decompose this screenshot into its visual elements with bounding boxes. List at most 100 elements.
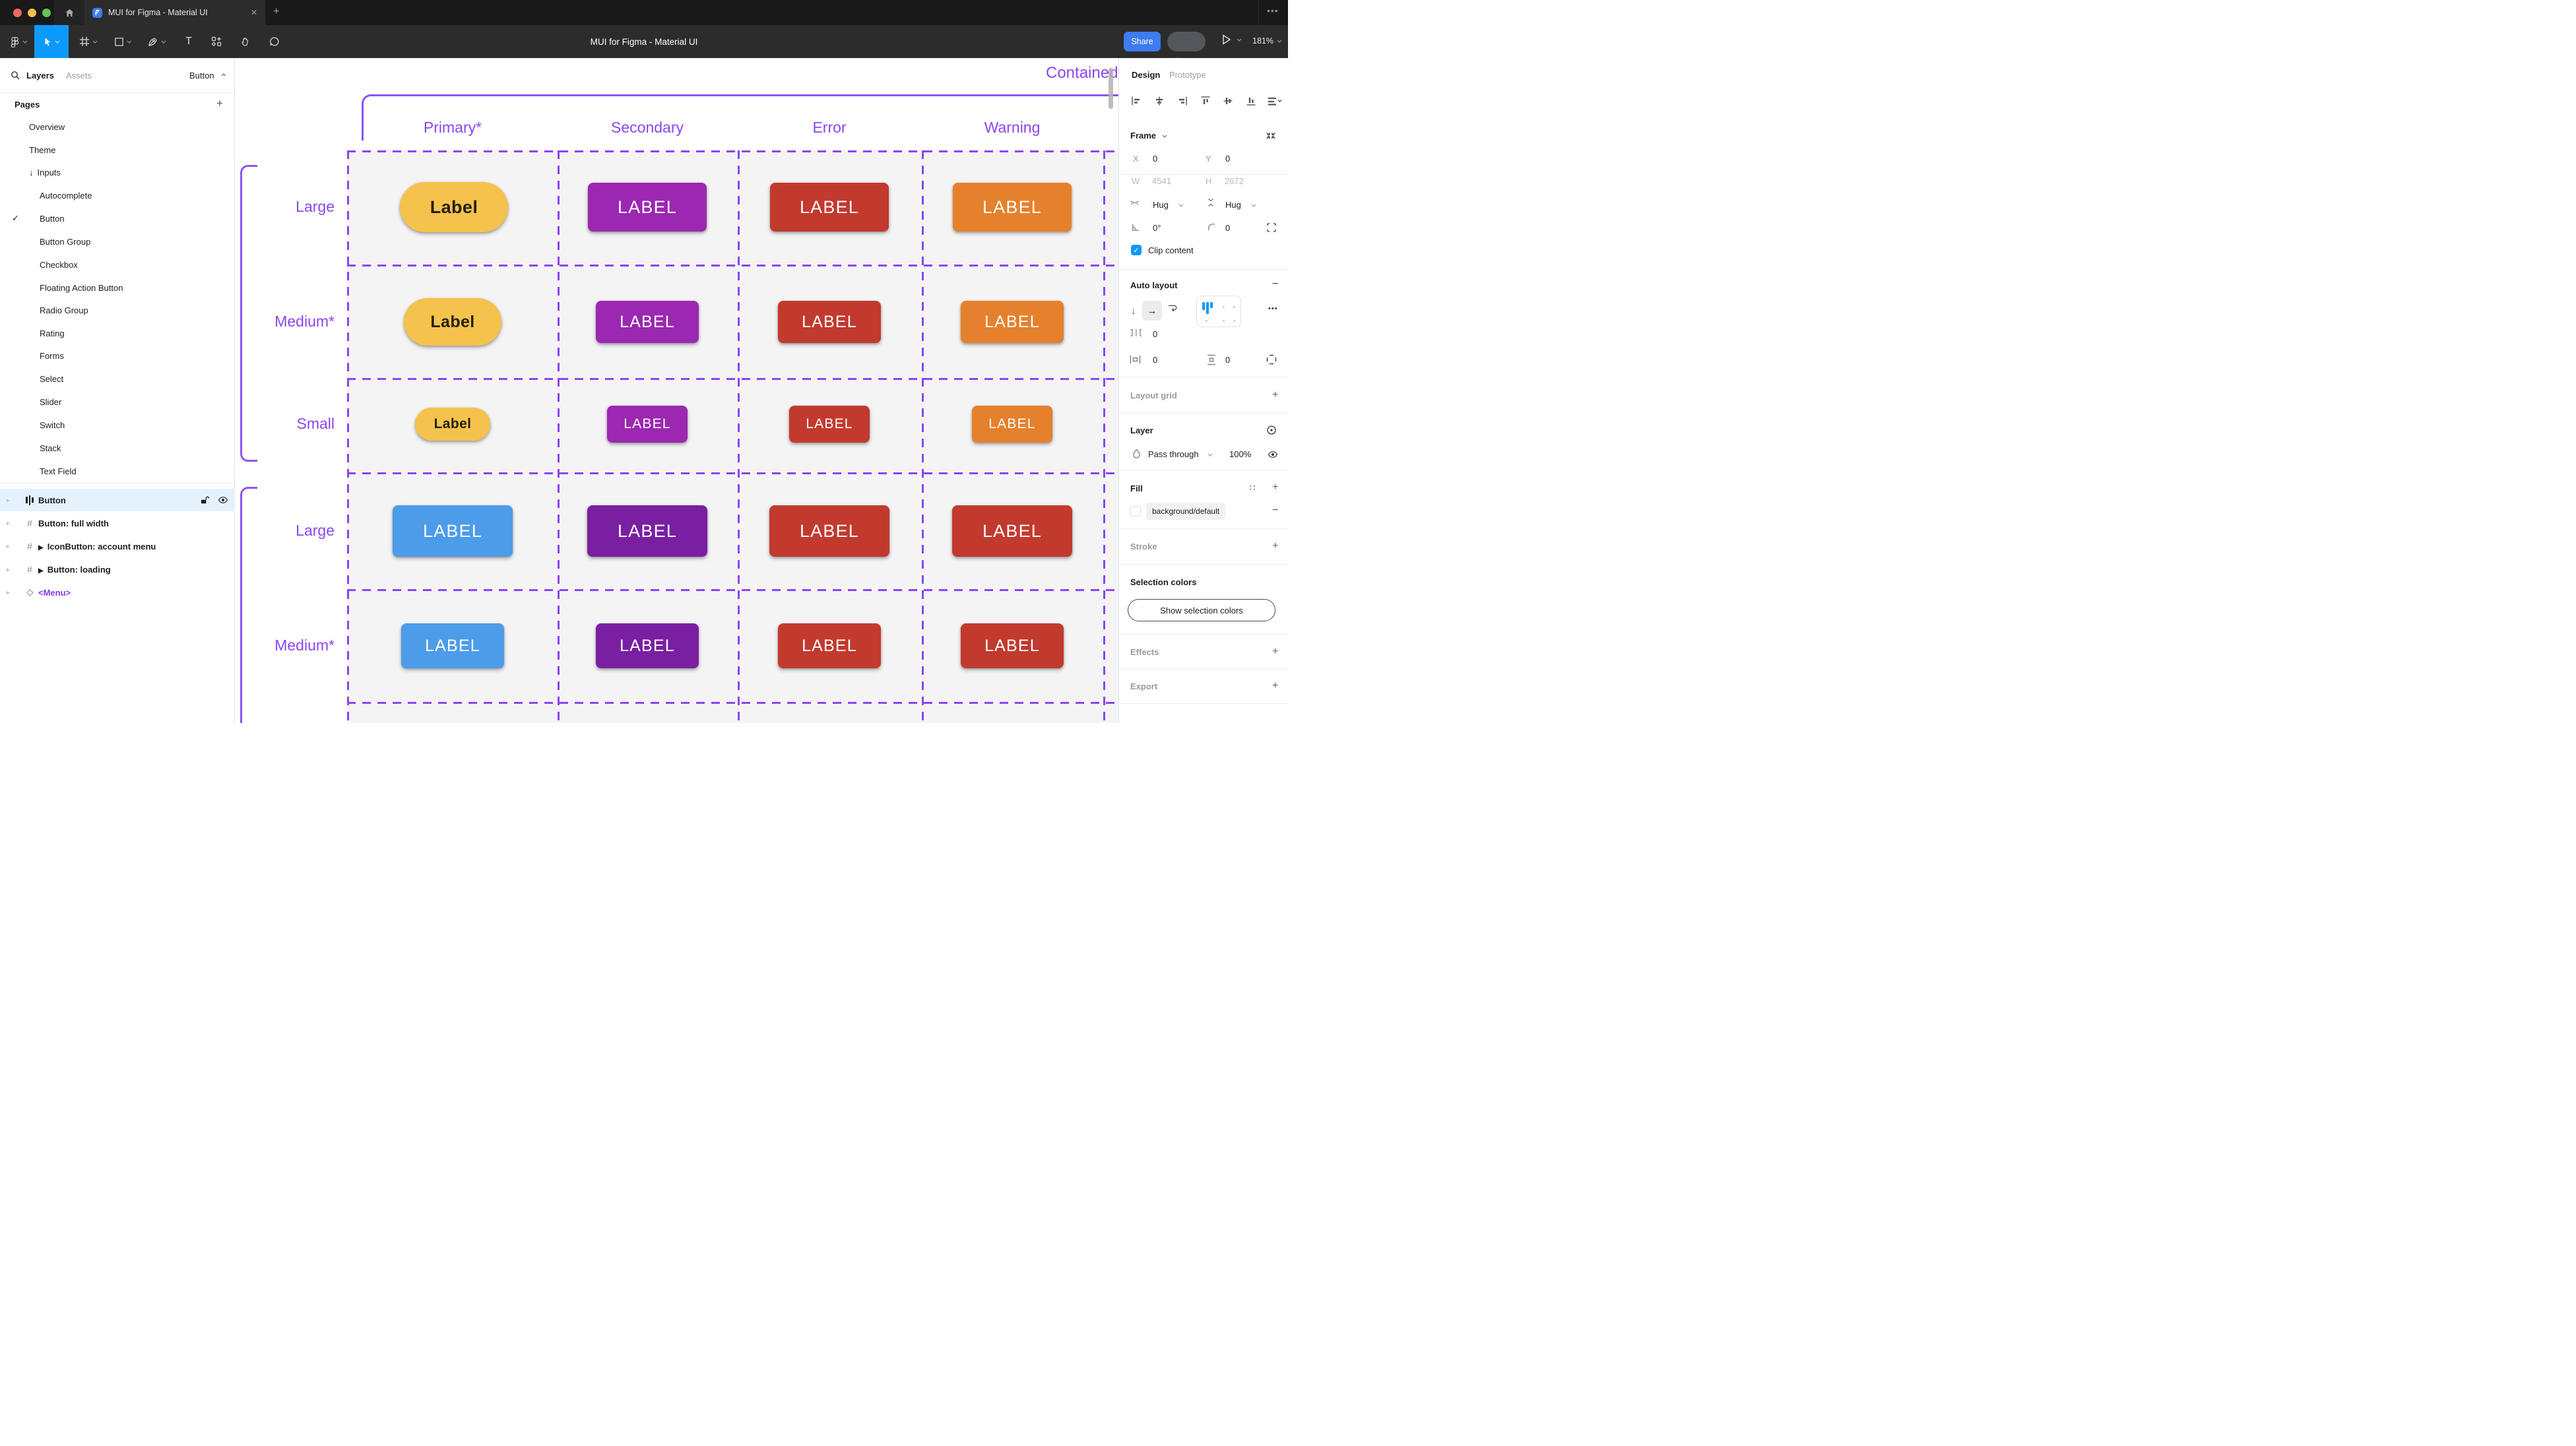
sidebar-page-inputs[interactable]: ↓Inputs xyxy=(29,167,61,177)
padding-horizontal-value[interactable]: 0 xyxy=(1153,355,1158,365)
page-selector[interactable]: Button xyxy=(189,71,214,80)
gap-value[interactable]: 0 xyxy=(1153,329,1158,339)
canvas-button[interactable]: LABEL xyxy=(596,623,699,668)
sidebar-page-select[interactable]: Select xyxy=(40,373,64,384)
layer-row-button[interactable]: ▸ Button xyxy=(0,489,235,511)
canvas-button[interactable]: LABEL xyxy=(961,301,1064,343)
wrap-icon[interactable] xyxy=(1167,302,1178,313)
traffic-close-button[interactable] xyxy=(13,8,22,17)
canvas-button[interactable]: LABEL xyxy=(972,406,1052,443)
sidebar-page-rating[interactable]: Rating xyxy=(40,328,65,338)
share-button[interactable]: Share xyxy=(1124,32,1161,51)
frame-section-header[interactable]: Frame xyxy=(1130,131,1157,141)
sidebar-page-overview[interactable]: Overview xyxy=(29,121,65,132)
remove-auto-layout-button[interactable]: − xyxy=(1272,278,1279,290)
tab-assets[interactable]: Assets xyxy=(66,71,92,80)
direction-vertical-icon[interactable]: ↓ xyxy=(1131,305,1136,317)
fill-color-swatch[interactable] xyxy=(1130,506,1141,517)
active-file-tab[interactable]: MUI for Figma - Material UI ✕ xyxy=(84,0,265,25)
canvas-button[interactable]: LABEL xyxy=(953,183,1072,232)
auto-layout-alignment-matrix[interactable] xyxy=(1196,296,1241,327)
main-menu-button[interactable] xyxy=(5,25,32,58)
align-bottom-icon[interactable] xyxy=(1246,96,1256,106)
add-layout-grid-button[interactable]: + xyxy=(1272,389,1279,400)
canvas-button[interactable]: LABEL xyxy=(588,183,707,232)
canvas-button[interactable]: LABEL xyxy=(778,301,881,343)
zoom-menu[interactable]: 181% xyxy=(1252,36,1282,46)
add-stroke-button[interactable]: + xyxy=(1272,540,1279,551)
sidebar-page-checkbox[interactable]: Checkbox xyxy=(40,259,78,270)
independent-corners-icon[interactable] xyxy=(1266,222,1277,233)
hug-horizontal-value[interactable]: Hug xyxy=(1153,200,1169,210)
chevron-right-icon[interactable]: ▸ xyxy=(7,565,10,573)
tab-design[interactable]: Design xyxy=(1132,70,1161,80)
show-selection-colors-button[interactable]: Show selection colors xyxy=(1128,599,1275,621)
x-value[interactable]: 0 xyxy=(1153,154,1158,164)
tab-close-icon[interactable]: ✕ xyxy=(250,8,257,17)
frame-tool-button[interactable] xyxy=(74,25,103,58)
padding-vertical-value[interactable]: 0 xyxy=(1225,355,1231,365)
sidebar-page-button-group[interactable]: Button Group xyxy=(40,236,91,247)
sidebar-page-slider[interactable]: Slider xyxy=(40,396,62,407)
distribute-menu-icon[interactable] xyxy=(1267,96,1283,106)
add-export-button[interactable]: + xyxy=(1272,680,1279,691)
clip-content-checkbox[interactable]: ✓ xyxy=(1131,245,1142,255)
traffic-minimize-button[interactable] xyxy=(28,8,36,17)
opacity-value[interactable]: 100% xyxy=(1229,449,1252,459)
align-horizontal-center-icon[interactable] xyxy=(1154,96,1165,106)
sidebar-page-switch[interactable]: Switch xyxy=(40,420,65,430)
eye-icon[interactable] xyxy=(218,495,228,505)
sidebar-page-radio-group[interactable]: Radio Group xyxy=(40,305,88,315)
search-icon[interactable] xyxy=(11,71,20,80)
home-button[interactable] xyxy=(54,0,84,25)
tab-layers[interactable]: Layers xyxy=(26,71,54,80)
lock-open-icon[interactable] xyxy=(200,495,210,505)
chevron-right-icon[interactable]: ▸ xyxy=(7,588,10,596)
blend-mode-value[interactable]: Pass through xyxy=(1148,449,1199,459)
window-overflow-menu[interactable]: ••• xyxy=(1267,5,1279,16)
shape-tool-button[interactable] xyxy=(108,25,137,58)
sidebar-page-button[interactable]: ✓Button xyxy=(12,213,65,224)
frame-title[interactable]: Contained xyxy=(1046,64,1118,82)
collapse-icon[interactable] xyxy=(1266,130,1276,141)
layer-eye-icon[interactable] xyxy=(1268,449,1278,460)
canvas-button[interactable]: LABEL xyxy=(596,301,699,343)
add-effect-button[interactable]: + xyxy=(1272,646,1279,657)
remove-fill-button[interactable]: − xyxy=(1272,505,1279,516)
sidebar-page-theme[interactable]: Theme xyxy=(29,144,56,155)
chevron-right-icon[interactable]: ▸ xyxy=(7,519,10,526)
auto-layout-more-icon[interactable]: ••• xyxy=(1268,305,1278,313)
chevron-right-icon[interactable]: ▸ xyxy=(7,542,10,550)
align-left-icon[interactable] xyxy=(1131,96,1142,106)
text-tool-button[interactable]: T xyxy=(177,25,201,58)
canvas-button[interactable]: LABEL xyxy=(778,623,881,668)
rotation-value[interactable]: 0° xyxy=(1153,223,1161,233)
pen-tool-button[interactable] xyxy=(143,25,172,58)
new-tab-button[interactable]: + xyxy=(273,6,280,17)
canvas-button[interactable]: LABEL xyxy=(769,505,889,557)
hand-tool-button[interactable] xyxy=(232,25,259,58)
layer-row-button-full-width[interactable]: ▸ # Button: full width xyxy=(7,518,109,528)
canvas-button[interactable]: LABEL xyxy=(952,505,1072,557)
canvas-button[interactable]: LABEL xyxy=(770,183,889,232)
canvas-button[interactable]: LABEL xyxy=(587,505,707,557)
align-top-icon[interactable] xyxy=(1200,96,1211,106)
hug-vertical-value[interactable]: Hug xyxy=(1225,200,1241,210)
move-tool-button[interactable] xyxy=(34,25,69,58)
canvas-scrollbar[interactable] xyxy=(1109,68,1113,109)
canvas-button[interactable]: LABEL xyxy=(789,406,870,443)
layer-row-iconbutton-account-menu[interactable]: ▸ # ▶IconButton: account menu xyxy=(7,541,156,551)
present-button[interactable] xyxy=(1222,34,1242,45)
dev-mode-toggle[interactable] xyxy=(1167,32,1206,51)
canvas-button[interactable]: LABEL xyxy=(961,623,1064,668)
sidebar-page-forms[interactable]: Forms xyxy=(40,350,64,361)
layer-row-menu-component[interactable]: ▸ <Menu> xyxy=(7,587,71,598)
layer-row-button-loading[interactable]: ▸ # ▶Button: loading xyxy=(7,564,111,575)
sidebar-page-text-field[interactable]: Text Field xyxy=(40,466,77,476)
individual-padding-icon[interactable] xyxy=(1266,354,1277,365)
fill-variable-chip[interactable]: background/default xyxy=(1146,503,1226,520)
sidebar-page-stack[interactable]: Stack xyxy=(40,443,61,453)
canvas-button[interactable]: LABEL xyxy=(607,406,688,443)
canvas-button[interactable]: LABEL xyxy=(401,623,504,668)
chevron-right-icon[interactable]: ▸ xyxy=(7,496,10,503)
